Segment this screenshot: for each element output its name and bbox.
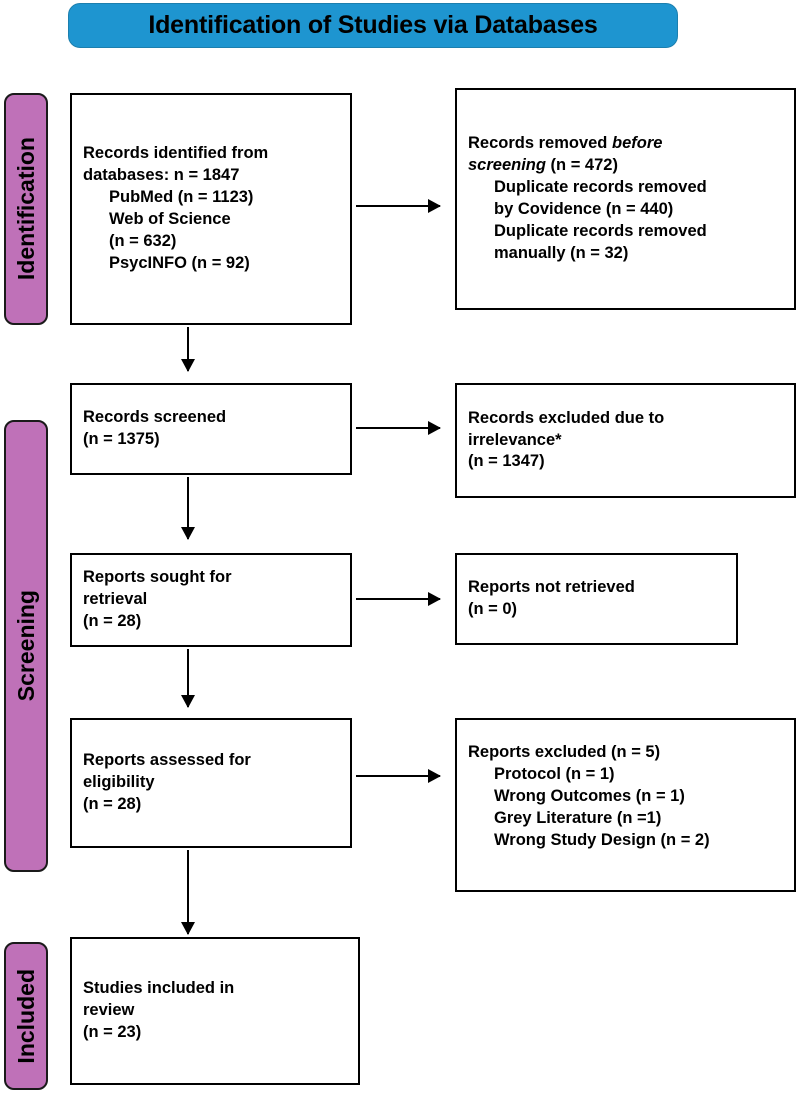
box-line: manually (n = 32) xyxy=(494,243,629,262)
arrow-sought-to-not-retrieved xyxy=(356,592,441,606)
box-line: PubMed (n = 1123) xyxy=(109,188,254,207)
arrow-assessed-to-excluded xyxy=(356,769,441,783)
box-line: Reports assessed for xyxy=(83,751,251,770)
arrow-sought-to-assessed xyxy=(181,649,195,708)
arrow-identified-to-removed xyxy=(356,199,441,213)
box-reports-sought-for-retrieval: Reports sought for retrieval (n = 28) xyxy=(70,553,352,647)
box-line: (n = 23) xyxy=(83,1022,142,1041)
box-line: PsycINFO (n = 92) xyxy=(109,253,250,272)
italic-screening: screening xyxy=(468,156,546,175)
box-reports-not-retrieved: Reports not retrieved (n = 0) xyxy=(455,553,738,645)
box-records-identified: Records identified from databases: n = 1… xyxy=(70,93,352,325)
diagram-title: Identification of Studies via Databases xyxy=(148,11,598,39)
box-line: (n = 632) xyxy=(109,231,177,250)
box-line: Wrong Study Design (n = 2) xyxy=(494,830,710,849)
box-records-removed-before-screening: Records removed before screening (n = 47… xyxy=(455,88,796,310)
italic-before: before xyxy=(611,134,663,153)
box-line: Reports not retrieved xyxy=(468,578,635,597)
box-line: retrieval xyxy=(83,590,148,609)
box-line: Web of Science xyxy=(109,210,231,228)
arrow-screened-to-excluded xyxy=(356,421,441,435)
box-line: Duplicate records removed xyxy=(494,178,707,197)
diagram-title-banner: Identification of Studies via Databases xyxy=(68,3,678,48)
box-line: Records excluded due to xyxy=(468,408,665,427)
box-line: Duplicate records removed xyxy=(494,221,707,240)
box-records-screened: Records screened (n = 1375) xyxy=(70,383,352,475)
box-line: (n = 1347) xyxy=(468,452,545,471)
stage-label-included: Included xyxy=(12,968,39,1064)
box-line: review xyxy=(83,1001,135,1020)
box-line: Records screened xyxy=(83,408,227,427)
box-line: Reports excluded (n = 5) xyxy=(468,743,661,761)
box-line: eligibility xyxy=(83,773,155,792)
box-line: Studies included in xyxy=(83,979,235,998)
box-line: (n = 1375) xyxy=(83,430,160,448)
box-reports-assessed-for-eligibility: Reports assessed for eligibility (n = 28… xyxy=(70,718,352,848)
box-line: Wrong Outcomes (n = 1) xyxy=(494,786,685,805)
box-line: (n = 28) xyxy=(83,611,142,630)
box-line: by Covidence (n = 440) xyxy=(494,200,674,218)
box-line: Reports sought for xyxy=(83,568,232,587)
box-line: screening (n = 472) xyxy=(468,156,618,175)
arrow-screened-to-sought xyxy=(181,477,195,540)
box-records-excluded: Records excluded due to irrelevance* (n … xyxy=(455,383,796,498)
arrow-assessed-to-included xyxy=(181,850,195,935)
stage-bar-included: Included xyxy=(4,942,48,1090)
box-line: irrelevance* xyxy=(468,430,562,449)
box-line: Grey Literature (n =1) xyxy=(494,808,662,827)
box-line: (n = 0) xyxy=(468,600,518,618)
box-line: Protocol (n = 1) xyxy=(494,764,615,783)
stage-label-screening: Screening xyxy=(12,590,39,702)
box-line: Records removed before xyxy=(468,134,663,153)
stage-bar-identification: Identification xyxy=(4,93,48,325)
stage-label-identification: Identification xyxy=(12,137,39,281)
box-line: (n = 28) xyxy=(83,794,142,813)
box-reports-excluded: Reports excluded (n = 5) Protocol (n = 1… xyxy=(455,718,796,892)
box-line: databases: n = 1847 xyxy=(83,166,240,185)
box-line: Records identified from xyxy=(83,144,269,163)
arrow-identified-to-screened xyxy=(181,327,195,372)
box-studies-included-in-review: Studies included in review (n = 23) xyxy=(70,937,360,1085)
stage-bar-screening: Screening xyxy=(4,420,48,872)
